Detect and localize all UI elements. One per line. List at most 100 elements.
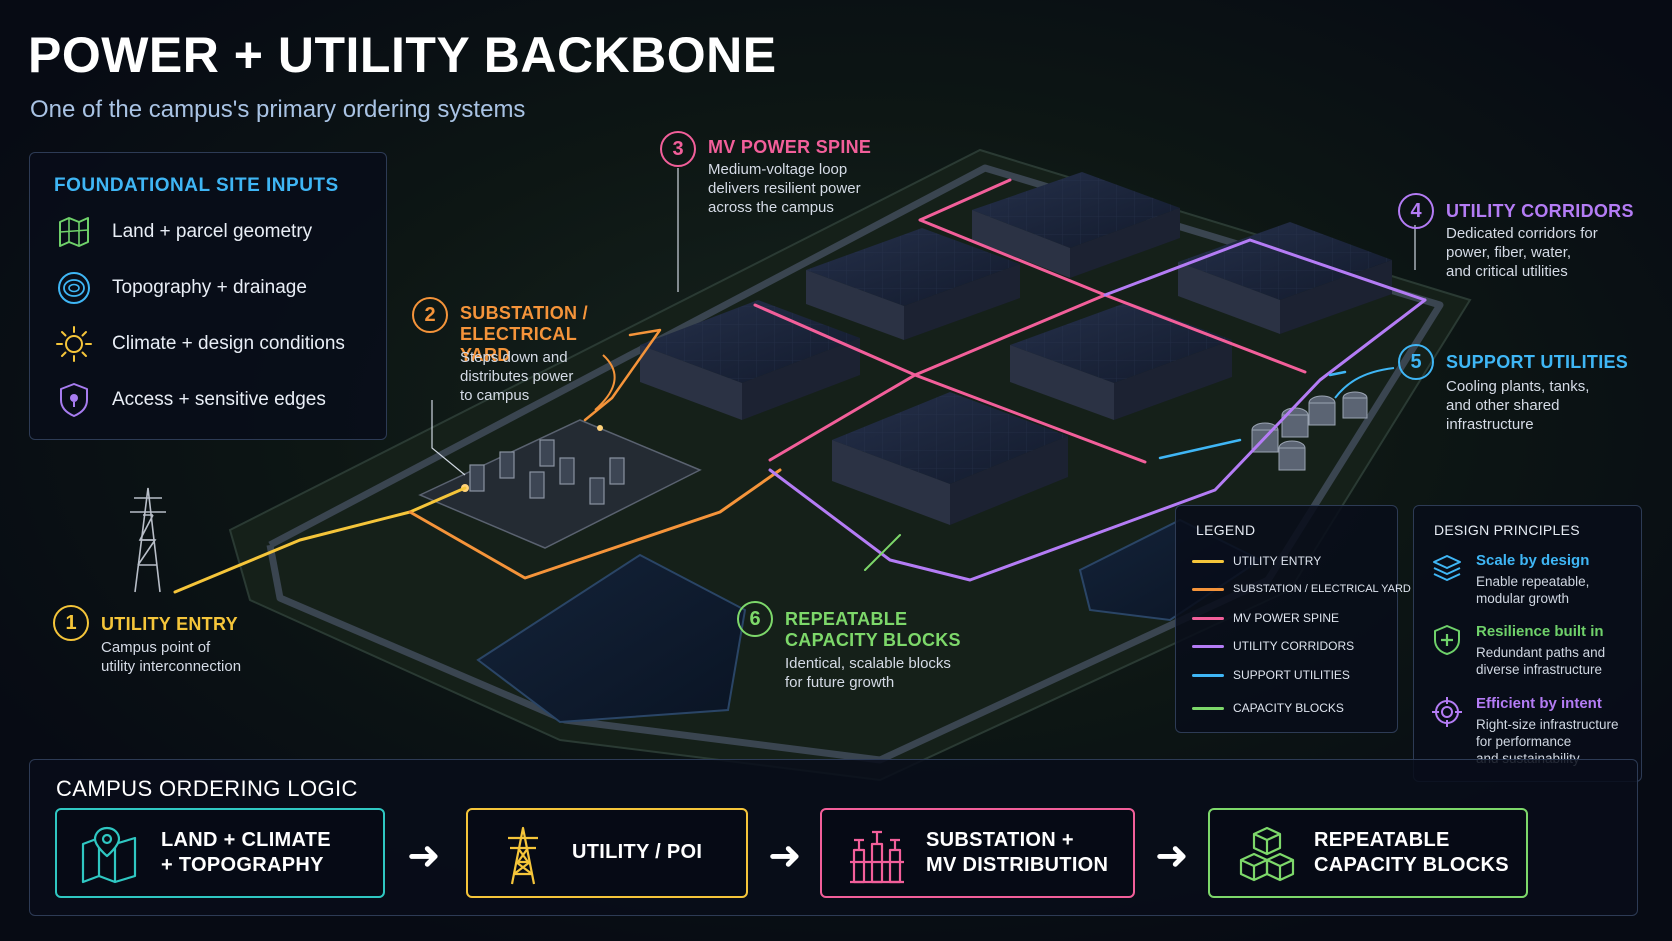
ordering-step-utility-poi: UTILITY / POI (466, 808, 748, 898)
legend-label: UTILITY ENTRY (1233, 554, 1322, 568)
data-hall (972, 172, 1180, 278)
ordering-step-label: REPEATABLE CAPACITY BLOCKS (1314, 829, 1509, 877)
callout-description: Identical, scalable blocks for future gr… (785, 655, 951, 691)
substation-yard (418, 419, 702, 549)
support-utility-line (1158, 370, 1347, 460)
legend-panel: LEGEND UTILITY ENTRY SUBSTATION / ELECTR… (1175, 505, 1411, 733)
site-input-item: Land + parcel geometry (54, 213, 312, 251)
legend-item: UTILITY ENTRY (1192, 553, 1321, 569)
callout-mv-power-spine: 3 MV POWER SPINE Medium-voltage loop del… (660, 131, 900, 221)
target-icon (1432, 697, 1462, 727)
principle-description: Redundant paths and diverse infrastructu… (1476, 645, 1606, 678)
legend-label: SUPPORT UTILITIES (1233, 668, 1350, 682)
callout-description: Dedicated corridors for power, fiber, wa… (1446, 225, 1598, 280)
callout-title: REPEATABLE CAPACITY BLOCKS (785, 609, 961, 651)
flow-arrow-icon: ➜ (1155, 834, 1189, 878)
sun-icon (56, 326, 92, 362)
flow-arrow-icon: ➜ (407, 834, 441, 878)
callout-title: UTILITY CORRIDORS (1446, 201, 1634, 221)
page-subtitle: One of the campus's primary ordering sys… (30, 96, 526, 123)
principles-title: DESIGN PRINCIPLES (1434, 522, 1580, 538)
support-tanks (1251, 391, 1368, 471)
site-input-item: Topography + drainage (54, 269, 307, 307)
legend-item: CAPACITY BLOCKS (1192, 700, 1344, 716)
callout-description: Cooling plants, tanks, and other shared … (1446, 378, 1590, 433)
shield-icon (60, 383, 88, 417)
ordering-step-capacity-blocks: REPEATABLE CAPACITY BLOCKS (1208, 808, 1528, 898)
substation-leader (594, 354, 616, 411)
legend-label: UTILITY CORRIDORS (1233, 639, 1355, 653)
legend-swatch (1192, 616, 1224, 620)
site-input-item: Access + sensitive edges (54, 381, 326, 419)
ordering-step-label: LAND + CLIMATE + TOPOGRAPHY (161, 829, 331, 877)
callout-utility-corridors: 4 UTILITY CORRIDORS Dedicated corridors … (1398, 193, 1648, 283)
legend-item: SUPPORT UTILITIES (1192, 667, 1350, 683)
ordering-step-substation: SUBSTATION + MV DISTRIBUTION (820, 808, 1135, 898)
legend-swatch (1192, 644, 1224, 648)
legend-item: MV POWER SPINE (1192, 610, 1339, 626)
callout-number: 3 (660, 131, 696, 167)
site-input-label: Topography + drainage (112, 277, 307, 298)
callout-title: MV POWER SPINE (708, 137, 872, 157)
ordering-step-label: SUBSTATION + MV DISTRIBUTION (926, 829, 1109, 877)
map-icon (59, 217, 89, 247)
data-hall-blocks (640, 172, 1392, 525)
capacity-block-marker-line (864, 534, 901, 571)
substation-feeder-line (583, 328, 662, 422)
substation-icon (850, 830, 904, 884)
legend-title: LEGEND (1196, 522, 1256, 538)
design-principles-panel: DESIGN PRINCIPLES Scale by design Enable… (1413, 505, 1642, 782)
callout-number: 1 (53, 605, 89, 641)
legend-label: SUBSTATION / ELECTRICAL YARD (1233, 583, 1411, 595)
callout-support-utilities: 5 SUPPORT UTILITIES Cooling plants, tank… (1398, 344, 1648, 434)
topography-icon (58, 272, 90, 304)
ordering-step-land-climate: LAND + CLIMATE + TOPOGRAPHY (55, 808, 385, 898)
principle-title: Resilience built in (1476, 623, 1604, 640)
callout-utility-entry: 1 UTILITY ENTRY Campus point of utility … (53, 605, 273, 675)
principle-item: Resilience built in Redundant paths and … (1430, 623, 1640, 683)
ordering-step-label: UTILITY / POI (572, 841, 703, 863)
site-input-label: Land + parcel geometry (112, 221, 313, 242)
site-input-item: Climate + design conditions (54, 325, 345, 363)
legend-item: UTILITY CORRIDORS (1192, 638, 1354, 654)
callout-number: 4 (1398, 193, 1434, 229)
callout-description: Steps down and distributes power to camp… (460, 349, 574, 404)
data-hall (640, 300, 860, 420)
principle-description: Enable repeatable, modular growth (1476, 574, 1590, 607)
data-hall (832, 392, 1068, 525)
transmission-tower (130, 487, 166, 593)
ordering-logic-panel: CAMPUS ORDERING LOGIC LAND + CLIMATE + T… (29, 759, 1638, 916)
legend-swatch (1192, 587, 1224, 591)
callout-substation: 2 SUBSTATION / ELECTRICAL YARD Steps dow… (412, 297, 632, 407)
stack-icon (1433, 555, 1461, 581)
map-pin-icon (81, 826, 137, 884)
ordering-logic-title: CAMPUS ORDERING LOGIC (56, 776, 358, 801)
page-title: POWER + UTILITY BACKBONE (28, 27, 777, 83)
pond (476, 553, 747, 724)
legend-item: SUBSTATION / ELECTRICAL YARD (1192, 581, 1411, 597)
principle-title: Scale by design (1476, 552, 1590, 569)
site-input-label: Access + sensitive edges (112, 389, 326, 410)
support-leader (1334, 367, 1395, 399)
shield-plus-icon (1434, 625, 1460, 655)
principle-title: Efficient by intent (1476, 695, 1602, 712)
tower-icon (508, 826, 538, 885)
callout-title: SUBSTATION / ELECTRICAL YARD (460, 303, 588, 366)
utility-corridor (768, 238, 1427, 582)
callout-description: Medium-voltage loop delivers resilient p… (708, 161, 861, 216)
callout-number: 2 (412, 297, 448, 333)
site-inputs-title: FOUNDATIONAL SITE INPUTS (54, 175, 339, 196)
legend-label: MV POWER SPINE (1233, 611, 1340, 625)
data-hall (806, 228, 1020, 340)
callout-title: SUPPORT UTILITIES (1446, 352, 1629, 372)
legend-swatch (1192, 559, 1224, 563)
callout-description: Campus point of utility interconnection (101, 639, 242, 675)
cubes-icon (1239, 826, 1295, 882)
legend-swatch (1192, 706, 1224, 710)
callout-capacity-blocks: 6 REPEATABLE CAPACITY BLOCKS Identical, … (737, 601, 987, 696)
data-hall (1178, 222, 1392, 334)
legend-label: CAPACITY BLOCKS (1233, 701, 1344, 715)
utility-entry-line (173, 486, 467, 594)
site-input-label: Climate + design conditions (112, 333, 345, 354)
substation-feeder-line (408, 468, 782, 580)
